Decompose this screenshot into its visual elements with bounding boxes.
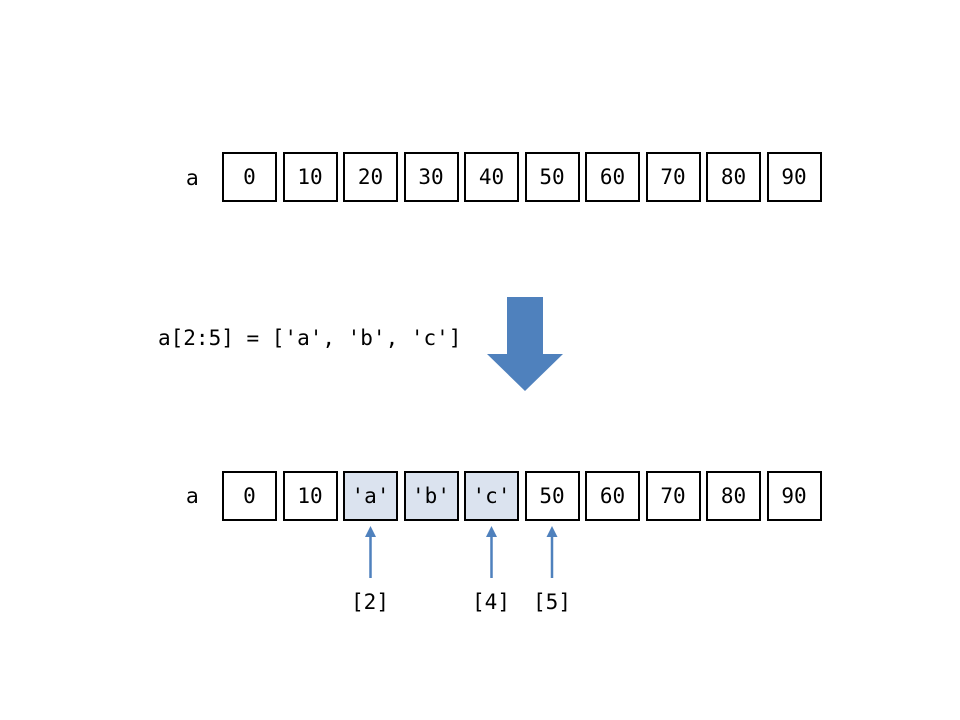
array-cell: 80 (706, 152, 761, 202)
array-cell: 0 (222, 471, 277, 521)
array-cell: 'a' (343, 471, 398, 521)
index-label: [2] (351, 590, 389, 614)
array-cell: 70 (645, 471, 701, 521)
index-label: [4] (472, 590, 510, 614)
array-cell: 'b' (403, 471, 459, 521)
array-cell: 0 (222, 152, 277, 202)
index-arrow-5 (546, 526, 558, 578)
top-var-label: a (186, 166, 199, 190)
array-cell: 'c' (464, 471, 519, 521)
array-cell: 60 (585, 152, 640, 202)
index-arrow-2 (365, 526, 376, 578)
array-cell: 30 (403, 152, 459, 202)
array-cell: 10 (282, 471, 338, 521)
index-arrow-4 (486, 526, 497, 578)
array-cell: 60 (585, 471, 640, 521)
array-cell: 40 (464, 152, 519, 202)
top-array-row: 0 10 20 30 40 50 60 70 80 90 (222, 152, 827, 202)
array-cell: 70 (645, 152, 701, 202)
array-cell: 50 (524, 471, 580, 521)
array-cell: 50 (524, 152, 580, 202)
array-cell: 10 (282, 152, 338, 202)
array-cell: 20 (343, 152, 398, 202)
bottom-var-label: a (186, 484, 199, 508)
array-cell: 90 (766, 152, 822, 202)
down-arrow-icon (487, 297, 563, 391)
slice-assignment-code: a[2:5] = ['a', 'b', 'c'] (158, 326, 462, 350)
index-label: [5] (533, 590, 571, 614)
bottom-array-row: 0 10 'a' 'b' 'c' 50 60 70 80 90 (222, 471, 827, 521)
array-cell: 90 (766, 471, 822, 521)
array-cell: 80 (706, 471, 761, 521)
